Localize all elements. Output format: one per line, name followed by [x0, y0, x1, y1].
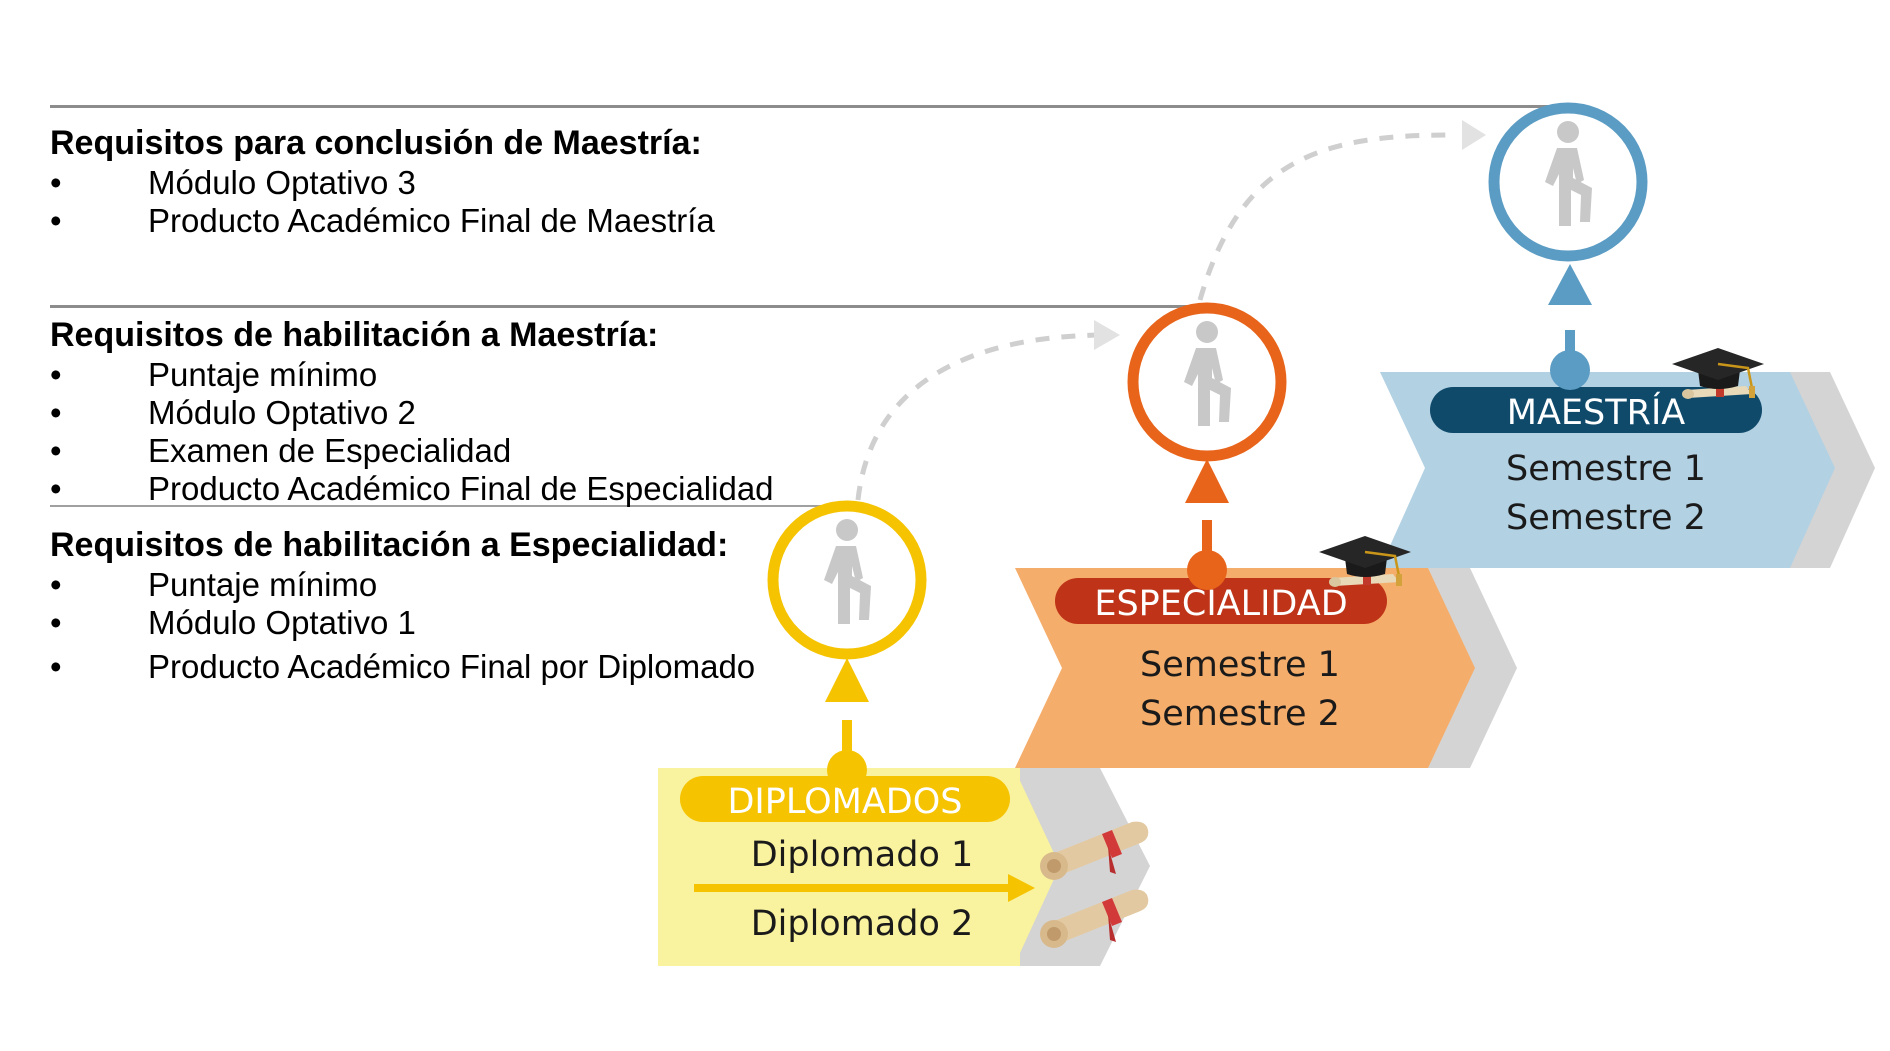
diplomados-item-2: Diplomado 2 [751, 904, 974, 944]
diplomados-connector-dot [827, 750, 867, 790]
stage-diplomados: DIPLOMADOS Diplomado 1 Diplomado 2 [658, 500, 1150, 966]
list-item: • Puntaje mínimo [50, 356, 774, 394]
bullet-icon: • [50, 202, 62, 239]
diplomados-up-arrow [825, 658, 869, 702]
bullet-icon: • [50, 356, 62, 393]
maestria-pill [1430, 387, 1762, 433]
requirements-title: Requisitos para conclusión de Maestría: [50, 124, 702, 162]
list-item: • Producto Académico Final de Maestría [50, 202, 715, 240]
list-item-label: Producto Académico Final por Diplomado [148, 648, 756, 685]
dashed-arrowhead-especialidad [1094, 320, 1120, 350]
list-item: • Producto Académico Final por Diplomado [50, 648, 755, 686]
requirements-list: • Módulo Optativo 3 • Producto Académico F… [50, 164, 715, 240]
list-item: • Examen de Especialidad [50, 432, 774, 470]
especialidad-item-2: Semestre 2 [1140, 694, 1340, 734]
requirements-list: • Puntaje mínimo • Módulo Optativo 2 • Exam… [50, 356, 774, 508]
stage-especialidad: ESPECIALIDAD Semestre 1 Semestre 2 [1015, 302, 1517, 768]
list-item: • Módulo Optativo 1 [50, 604, 755, 642]
especialidad-title: ESPECIALIDAD [1094, 584, 1347, 624]
bullet-icon: • [50, 394, 62, 431]
bullet-icon: • [50, 604, 62, 641]
dashed-arrow-to-maestria [1197, 132, 1451, 301]
list-item-label: Producto Académico Final de Maestría [148, 202, 715, 239]
divider-top [50, 105, 1580, 108]
list-item-label: Producto Académico Final de Especialidad [148, 470, 774, 507]
maestria-title: MAESTRÍA [1507, 391, 1685, 433]
list-item: • Módulo Optativo 3 [50, 164, 715, 202]
requirements-maestria-conclusion: Requisitos para conclusión de Maestría: … [50, 122, 715, 240]
maestria-connector-dot [1550, 350, 1590, 390]
requirements-list: • Puntaje mínimo • Módulo Optativo 1 • Prod… [50, 566, 755, 686]
diplomados-pill [680, 776, 1010, 822]
maestria-item-2: Semestre 2 [1506, 498, 1706, 538]
especialidad-pill [1055, 578, 1387, 624]
diplomados-item-1: Diplomado 1 [751, 835, 974, 875]
list-item-label: Puntaje mínimo [148, 356, 378, 393]
dashed-arrowhead-maestria [1462, 120, 1486, 150]
diplomados-tip [1014, 768, 1060, 966]
divider-bottom [50, 505, 850, 507]
dashed-arrow-to-especialidad [855, 332, 1109, 501]
list-item-label: Módulo Optativo 1 [148, 604, 416, 641]
especialidad-item-1: Semestre 1 [1140, 645, 1340, 685]
list-item-label: Examen de Especialidad [148, 432, 512, 469]
requirements-title: Requisitos de habilitación a Maestría: [50, 316, 659, 354]
list-item-label: Puntaje mínimo [148, 566, 378, 603]
list-item-label: Módulo Optativo 2 [148, 394, 416, 431]
requirements-especialidad-habilitacion: Requisitos de habilitación a Especialida… [50, 524, 755, 686]
divider-middle [50, 305, 1210, 308]
especialidad-connector-dot [1187, 550, 1227, 590]
list-item: • Puntaje mínimo [50, 566, 755, 604]
maestria-up-arrow [1548, 264, 1592, 305]
requirements-maestria-habilitacion: Requisitos de habilitación a Maestría: •… [50, 314, 774, 508]
bullet-icon: • [50, 164, 62, 201]
requirements-title: Requisitos de habilitación a Especialida… [50, 526, 729, 564]
diplomados-progress-arrowhead [1008, 874, 1035, 902]
bullet-icon: • [50, 470, 62, 507]
especialidad-up-arrow [1185, 459, 1229, 503]
maestria-item-1: Semestre 1 [1506, 449, 1706, 489]
list-item-label: Módulo Optativo 3 [148, 164, 416, 201]
bullet-icon: • [50, 648, 62, 685]
bullet-icon: • [50, 432, 62, 469]
bullet-icon: • [50, 566, 62, 603]
stage-maestria: MAESTRÍA Semestre 1 Semestre 2 [1380, 102, 1875, 568]
list-item: • Módulo Optativo 2 [50, 394, 774, 432]
list-item: • Producto Académico Final de Especialida… [50, 470, 774, 508]
